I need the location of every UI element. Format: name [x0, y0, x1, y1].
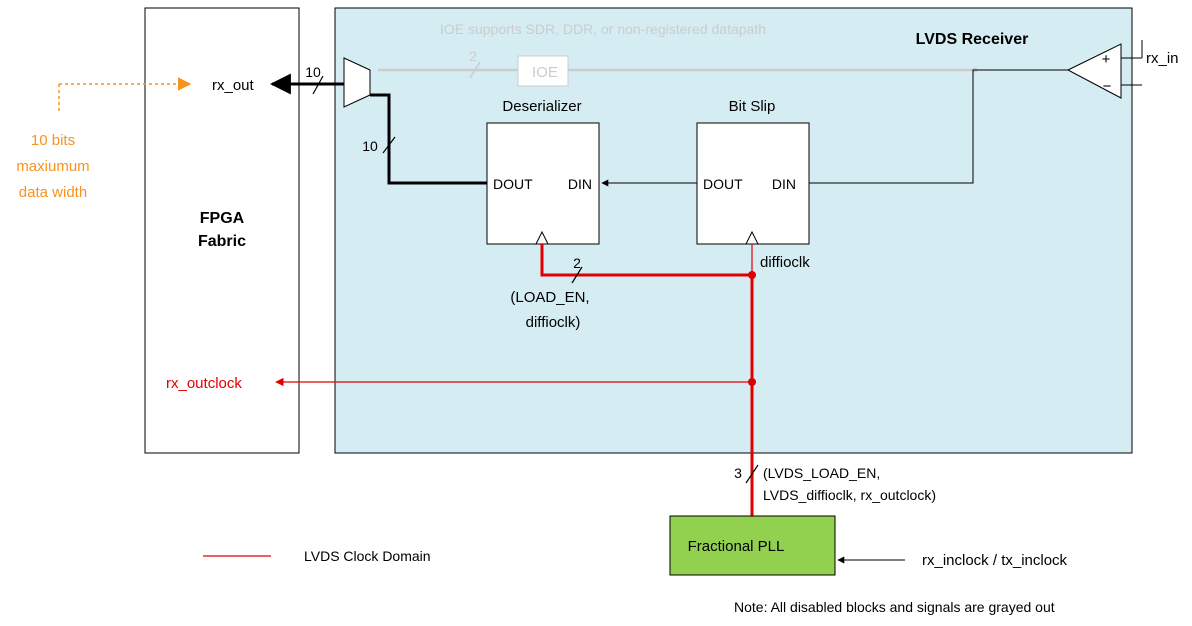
rx-out-label: rx_out	[212, 77, 255, 94]
pll-bus-width: 3	[734, 465, 742, 481]
bitslip-clock-label: diffioclk	[760, 254, 810, 271]
ioe-block	[517, 55, 569, 87]
deserializer-clock-triangle	[535, 230, 549, 245]
fabric-title-line2: Fabric	[198, 233, 246, 250]
deserializer-clock-slash	[571, 266, 583, 284]
fractional-pll-label: Fractional PLL	[688, 538, 785, 555]
buffer-minus: −	[1103, 78, 1112, 95]
deserializer-title: Deserializer	[502, 98, 581, 115]
lvds-input-buffer	[1066, 43, 1122, 99]
bitslip-din: DIN	[772, 176, 796, 192]
deserializer-din: DIN	[568, 176, 592, 192]
fractional-pll-block	[669, 515, 836, 576]
legend-label: LVDS Clock Domain	[304, 548, 431, 564]
rx-outclock-label: rx_outclock	[166, 375, 242, 392]
pll-input-label: rx_inclock / tx_inclock	[922, 552, 1068, 569]
deserializer-out-bus	[370, 93, 487, 185]
receiver-title: LVDS Receiver	[916, 31, 1029, 48]
width-note-line2: maxiumum	[16, 158, 89, 175]
bitslip-title: Bit Slip	[729, 98, 776, 115]
clock-junction-upper	[748, 271, 756, 279]
receiver-to-bitslip-line	[809, 69, 1068, 184]
deserializer-clock-width: 2	[573, 255, 581, 271]
rx-out-bus-width: 10	[305, 64, 321, 80]
deserializer-clock-label-line1: (LOAD_EN,	[510, 289, 589, 306]
bitslip-clock-triangle	[745, 230, 759, 245]
ioe-note: IOE supports SDR, DDR, or non-registered…	[440, 21, 766, 37]
fabric-title-line1: FPGA	[200, 210, 245, 227]
deserializer-block	[486, 122, 600, 245]
deserializer-clock-bus	[540, 244, 752, 277]
pll-bus-slash	[745, 464, 759, 484]
pll-bus-label-line2: LVDS_diffioclk, rx_outclock)	[763, 487, 936, 503]
buffer-plus: +	[1102, 51, 1111, 68]
disabled-note: Note: All disabled blocks and signals ar…	[734, 599, 1055, 615]
deserializer-bus-slash	[382, 136, 396, 154]
bitslip-dout: DOUT	[703, 176, 743, 192]
bitslip-block	[696, 122, 810, 245]
rx-out-bus-slash	[312, 75, 324, 95]
ioe-bus-slash	[469, 61, 481, 79]
ioe-bus-width: 2	[469, 48, 477, 64]
rx-in-label: rx_in	[1146, 50, 1179, 67]
deserializer-clock-label-line2: diffioclk)	[526, 314, 581, 331]
clock-junction-lower	[748, 378, 756, 386]
ioe-label: IOE	[532, 64, 558, 81]
width-note-line1: 10 bits	[31, 132, 75, 149]
deserializer-bus-width: 10	[362, 138, 378, 154]
width-note-line3: data width	[19, 184, 87, 201]
pll-bus-label-line1: (LVDS_LOAD_EN,	[763, 465, 880, 481]
deserializer-dout: DOUT	[493, 176, 533, 192]
